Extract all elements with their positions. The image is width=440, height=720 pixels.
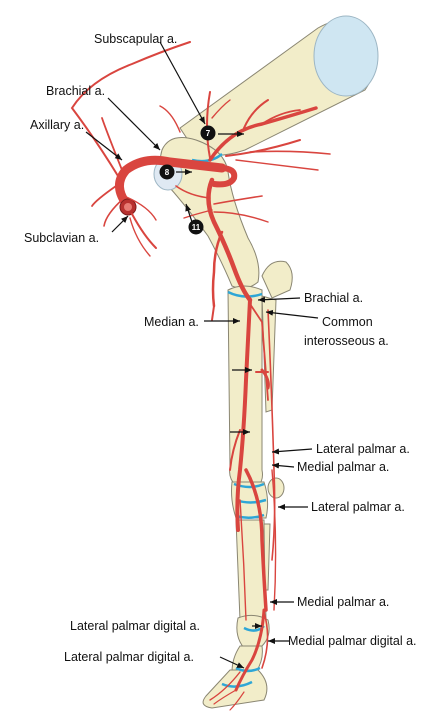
svg-text:8: 8 xyxy=(165,168,170,177)
leader-lines xyxy=(85,41,319,669)
svg-text:7: 7 xyxy=(206,129,211,138)
leader-common-interosseous xyxy=(265,309,319,319)
medial-palmar-artery xyxy=(244,468,268,612)
label-medial-palmar-lower: Medial palmar a. xyxy=(297,595,390,609)
label-subclavian: Subclavian a. xyxy=(24,231,100,245)
svg-text:11: 11 xyxy=(192,223,201,232)
label-brachial-top: Brachial a. xyxy=(46,84,106,98)
label-lateral-palmar-upper: Lateral palmar a. xyxy=(316,442,410,456)
label-common-interosseous-line1: Common xyxy=(322,315,373,329)
label-lateral-palmar-mid: Lateral palmar a. xyxy=(311,500,405,514)
label-axillary: Axillary a. xyxy=(30,118,85,132)
badge-11: 11 xyxy=(188,219,204,235)
label-subscapular: Subscapular a. xyxy=(94,32,178,46)
accessory-carpal xyxy=(267,477,285,499)
leader-brachial-mid xyxy=(257,296,301,303)
label-median: Median a. xyxy=(144,315,199,329)
label-medial-palmar-upper: Medial palmar a. xyxy=(297,460,390,474)
leader-lateral-palmar-digital-2 xyxy=(219,656,245,669)
lateral-palmar-artery xyxy=(239,499,247,621)
badge-7: 7 xyxy=(200,125,216,141)
subclavian-artery xyxy=(115,155,227,211)
badge-8: 8 xyxy=(159,164,175,180)
leader-subscapular xyxy=(159,41,206,125)
leader-axillary xyxy=(85,131,123,161)
leader-medial-palmar-upper xyxy=(271,462,295,469)
leader-11 xyxy=(185,203,193,223)
leader-lateral-palmar-upper xyxy=(271,448,313,455)
olecranon xyxy=(261,260,293,299)
label-medial-palmar-digital: Medial palmar digital a. xyxy=(288,634,417,648)
leader-brachial-top xyxy=(107,97,161,151)
label-brachial-mid: Brachial a. xyxy=(304,291,364,305)
label-common-interosseous-line2: interosseous a. xyxy=(304,334,389,348)
label-lateral-palmar-digital-2: Lateral palmar digital a. xyxy=(64,650,194,664)
scapular-cartilage xyxy=(313,15,379,97)
leader-subclavian xyxy=(111,215,129,233)
median-artery xyxy=(235,298,252,532)
brachial-artery xyxy=(206,177,253,303)
arteries xyxy=(70,41,331,711)
numbered-badges: 7 8 11 xyxy=(159,125,216,235)
label-lateral-palmar-digital-1: Lateral palmar digital a. xyxy=(70,619,200,633)
